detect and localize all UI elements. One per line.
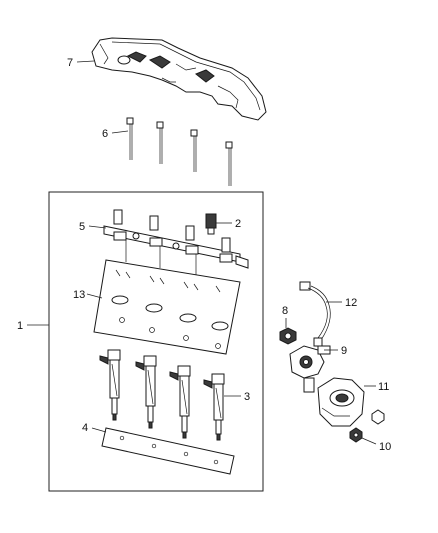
leader-10 <box>361 437 377 445</box>
leader-7 <box>76 60 95 63</box>
bolt-1 <box>126 117 134 160</box>
callout-2: 2 <box>235 218 241 230</box>
seal <box>279 327 297 345</box>
bolt-3 <box>190 129 198 172</box>
bolt-4 <box>225 141 233 186</box>
mounting-bolts <box>126 117 233 186</box>
nuts <box>349 409 385 443</box>
callout-8: 8 <box>282 305 288 317</box>
injector-gasket-plate <box>93 259 241 355</box>
fuel-injectors <box>99 349 225 441</box>
callout-7: 7 <box>67 57 73 69</box>
fuel-rail-cover <box>91 37 267 121</box>
callout-6: 6 <box>102 128 108 140</box>
fuel-line <box>299 281 331 347</box>
callout-3: 3 <box>244 391 250 403</box>
pressure-sensor <box>205 213 217 235</box>
injector-2 <box>135 355 157 429</box>
callout-1: 1 <box>17 320 23 332</box>
callout-5: 5 <box>79 221 85 233</box>
pump-housing <box>317 377 365 427</box>
callout-13: 13 <box>73 289 85 301</box>
callout-12: 12 <box>345 297 357 309</box>
injector-3 <box>169 365 191 439</box>
leader-6 <box>111 130 129 134</box>
injector-4 <box>203 373 225 441</box>
fuel-rail <box>103 209 249 276</box>
injector-1 <box>99 349 121 421</box>
leader-13 <box>86 293 103 299</box>
callout-4: 4 <box>82 422 88 434</box>
rail-ports <box>113 231 233 276</box>
callout-10: 10 <box>379 441 391 453</box>
leader-5 <box>88 225 107 229</box>
callout-9: 9 <box>341 345 347 357</box>
assembly-box <box>48 191 264 492</box>
leader-4 <box>91 427 107 433</box>
callout-11: 11 <box>378 381 389 393</box>
lower-plate <box>101 427 235 475</box>
bolt-2 <box>156 121 164 164</box>
